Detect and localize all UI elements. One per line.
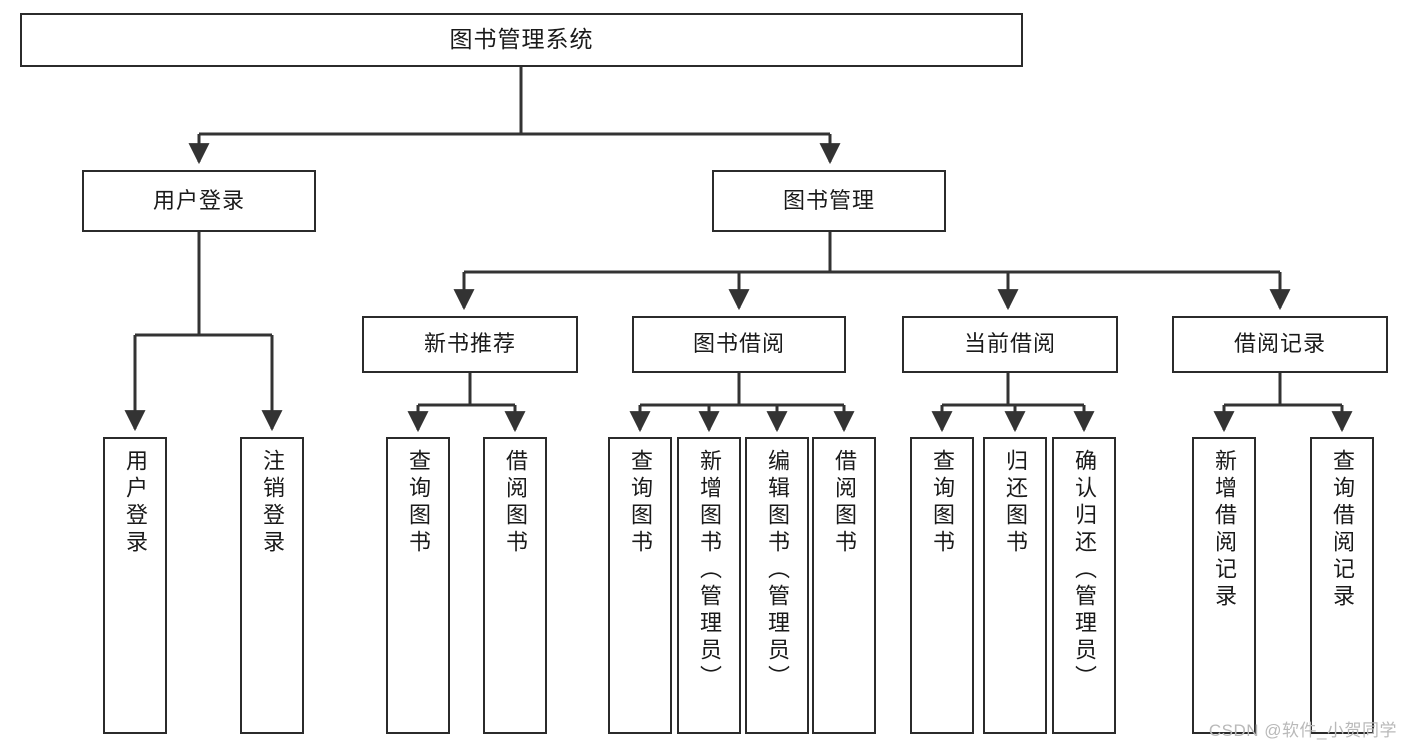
node-leaf-add-book-label: 新增图书（管理员） bbox=[697, 449, 722, 692]
node-leaf-user-login[interactable]: 用户登录 bbox=[103, 437, 167, 734]
node-leaf-user-login-label: 用户登录 bbox=[123, 449, 148, 557]
node-borrow-record[interactable]: 借阅记录 bbox=[1172, 316, 1388, 373]
node-new-book-recommend-label: 新书推荐 bbox=[423, 331, 516, 357]
node-leaf-confirm-return-label: 确认归还（管理员） bbox=[1072, 449, 1097, 692]
node-leaf-add-borrow-record-label: 新增借阅记录 bbox=[1212, 449, 1237, 611]
node-book-manage[interactable]: 图书管理 bbox=[712, 170, 946, 232]
node-leaf-borrow-book-label: 借阅图书 bbox=[832, 449, 857, 557]
node-current-borrow[interactable]: 当前借阅 bbox=[902, 316, 1118, 373]
node-leaf-return-book-label: 归还图书 bbox=[1003, 449, 1028, 557]
node-leaf-borrow-book-recommend-label: 借阅图书 bbox=[503, 449, 528, 557]
node-root-label: 图书管理系统 bbox=[449, 26, 594, 53]
node-leaf-query-book-recommend[interactable]: 查询图书 bbox=[386, 437, 450, 734]
node-borrow-record-label: 借阅记录 bbox=[1233, 331, 1326, 357]
node-leaf-query-borrow-record-label: 查询借阅记录 bbox=[1330, 449, 1355, 611]
node-leaf-edit-book-label: 编辑图书（管理员） bbox=[765, 449, 790, 692]
node-leaf-query-book-current-label: 查询图书 bbox=[930, 449, 955, 557]
node-leaf-user-logout-label: 注销登录 bbox=[260, 449, 285, 557]
node-leaf-query-book-current[interactable]: 查询图书 bbox=[910, 437, 974, 734]
node-book-borrow-label: 图书借阅 bbox=[692, 331, 785, 357]
node-book-borrow[interactable]: 图书借阅 bbox=[632, 316, 846, 373]
node-root[interactable]: 图书管理系统 bbox=[20, 13, 1023, 67]
node-leaf-confirm-return[interactable]: 确认归还（管理员） bbox=[1052, 437, 1116, 734]
node-user-login-label: 用户登录 bbox=[152, 187, 245, 213]
node-leaf-edit-book[interactable]: 编辑图书（管理员） bbox=[745, 437, 809, 734]
node-current-borrow-label: 当前借阅 bbox=[963, 331, 1056, 357]
node-new-book-recommend[interactable]: 新书推荐 bbox=[362, 316, 578, 373]
node-leaf-add-book[interactable]: 新增图书（管理员） bbox=[677, 437, 741, 734]
node-leaf-borrow-book-recommend[interactable]: 借阅图书 bbox=[483, 437, 547, 734]
node-user-login[interactable]: 用户登录 bbox=[82, 170, 316, 232]
node-leaf-add-borrow-record[interactable]: 新增借阅记录 bbox=[1192, 437, 1256, 734]
node-leaf-query-book-recommend-label: 查询图书 bbox=[406, 449, 431, 557]
node-leaf-query-borrow-record[interactable]: 查询借阅记录 bbox=[1310, 437, 1374, 734]
node-leaf-borrow-book[interactable]: 借阅图书 bbox=[812, 437, 876, 734]
node-leaf-return-book[interactable]: 归还图书 bbox=[983, 437, 1047, 734]
csdn-watermark: CSDN @软件_小贺同学 bbox=[1208, 721, 1397, 740]
node-book-manage-label: 图书管理 bbox=[782, 187, 875, 213]
node-leaf-user-logout[interactable]: 注销登录 bbox=[240, 437, 304, 734]
node-leaf-query-book-borrow-label: 查询图书 bbox=[628, 449, 653, 557]
node-leaf-query-book-borrow[interactable]: 查询图书 bbox=[608, 437, 672, 734]
